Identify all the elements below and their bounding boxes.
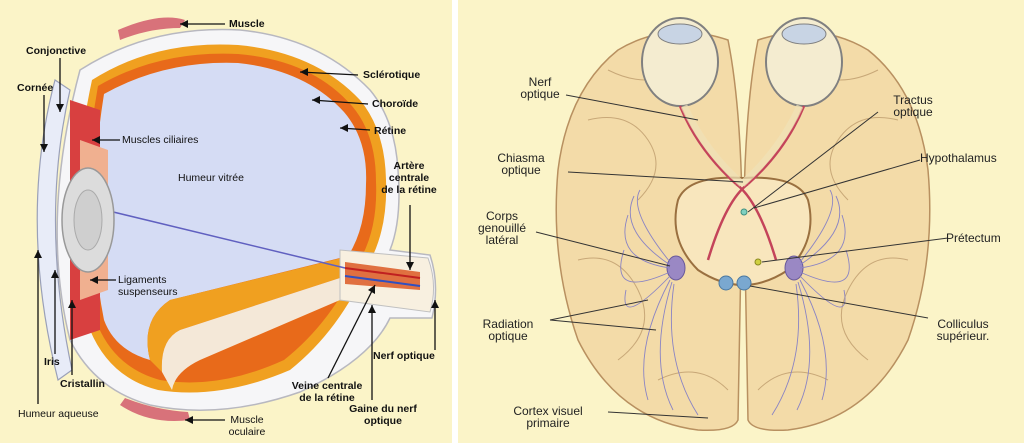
label-pretectum: Prétectum bbox=[946, 232, 1001, 244]
label-humeur-vitree: Humeur vitrée bbox=[178, 172, 244, 184]
label-sclerotique: Sclérotique bbox=[363, 69, 420, 81]
label-humeur-aqueuse: Humeur aqueuse bbox=[18, 408, 99, 420]
label-retine: Rétine bbox=[374, 125, 406, 137]
label-cristallin: Cristallin bbox=[60, 378, 105, 390]
label-conjonctive: Conjonctive bbox=[26, 45, 86, 57]
label-cornee: Cornée bbox=[17, 82, 53, 94]
left-eyeball bbox=[642, 18, 718, 106]
label-nerf-optique: Nerf optique bbox=[373, 350, 435, 362]
eye-illustration bbox=[0, 0, 452, 443]
eye-diagram-panel: Muscle Conjonctive Sclérotique Cornée Ch… bbox=[0, 0, 452, 443]
brain-illustration bbox=[458, 0, 1024, 443]
label-muscles-ciliaires: Muscles ciliaires bbox=[122, 134, 198, 146]
label-hypothalamus: Hypothalamus bbox=[920, 152, 997, 164]
label-choroide: Choroïde bbox=[372, 98, 418, 110]
label-muscle-top: Muscle bbox=[229, 18, 265, 30]
right-eyeball bbox=[766, 18, 842, 106]
label-iris: Iris bbox=[44, 356, 60, 368]
